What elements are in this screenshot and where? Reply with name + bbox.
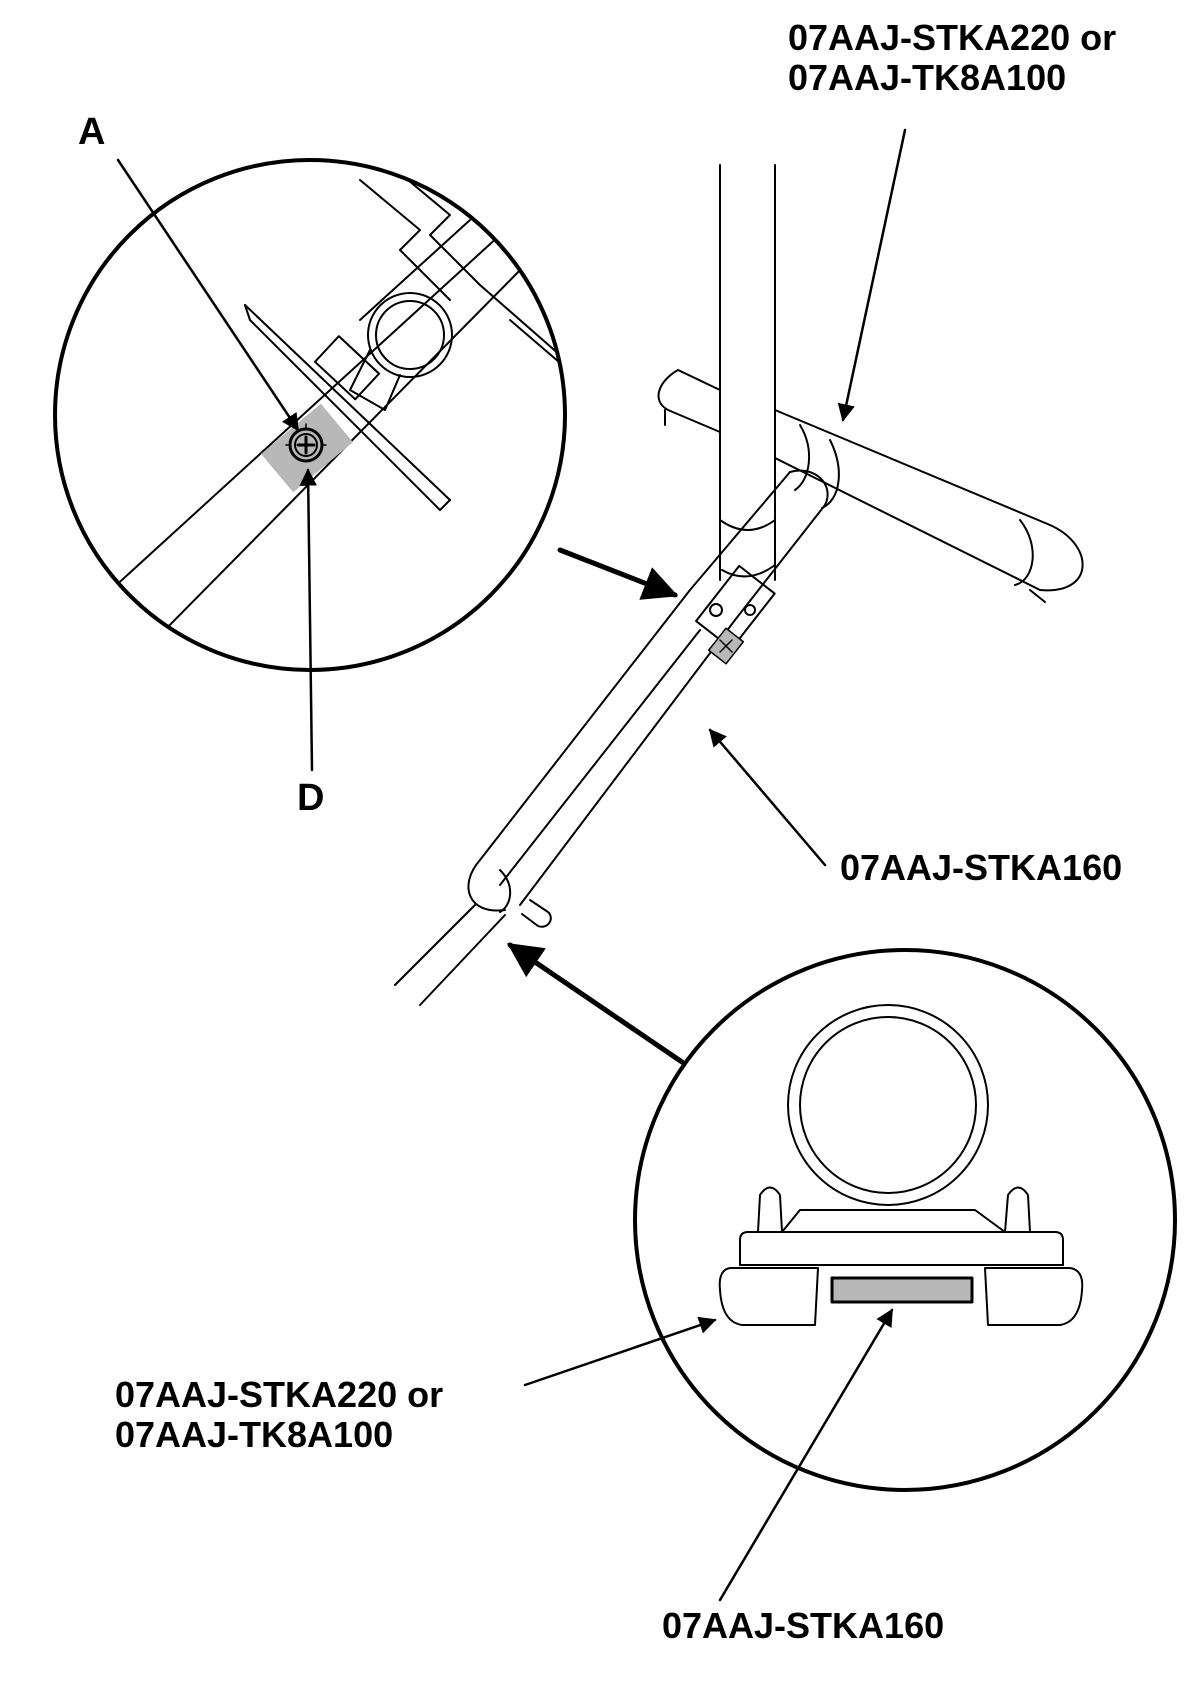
diagonal-rod-tool bbox=[394, 469, 829, 1006]
detail-circle-bottom bbox=[633, 948, 1177, 1492]
crossbar-tool bbox=[657, 369, 1084, 603]
callout-letter-a: A bbox=[78, 111, 106, 153]
label-line: 07AAJ-STKA220 or bbox=[788, 17, 1117, 58]
label-crossbar-tool-bottom: 07AAJ-STKA220 or 07AAJ-TK8A100 bbox=[115, 1375, 443, 1454]
leader-plate bbox=[523, 1316, 717, 1387]
leader-d bbox=[299, 468, 317, 772]
label-bar-tool: 07AAJ-STKA160 bbox=[662, 1605, 945, 1646]
detail-arrow-bottom bbox=[507, 942, 685, 1065]
leader-a bbox=[116, 158, 300, 432]
main-assembly bbox=[394, 164, 1084, 1006]
detail-circle-top bbox=[53, 158, 567, 672]
label-rod-tool: 07AAJ-STKA160 bbox=[840, 847, 1123, 888]
leader-rod bbox=[708, 728, 827, 867]
detail-arrows bbox=[507, 547, 685, 1065]
leader-crossbar bbox=[837, 128, 907, 422]
label-crossbar-tool-top: 07AAJ-STKA220 or 07AAJ-TK8A100 bbox=[788, 18, 1116, 97]
leader-bar bbox=[718, 1308, 894, 1602]
label-line: 07AAJ-STKA220 or bbox=[115, 1374, 444, 1415]
callout-letter-d: D bbox=[297, 777, 325, 819]
leader-lines bbox=[116, 128, 907, 1602]
detail-arrow-top bbox=[557, 547, 679, 600]
label-line: 07AAJ-TK8A100 bbox=[788, 56, 1067, 98]
label-line: 07AAJ-TK8A100 bbox=[115, 1413, 394, 1455]
vertical-post bbox=[719, 164, 776, 581]
